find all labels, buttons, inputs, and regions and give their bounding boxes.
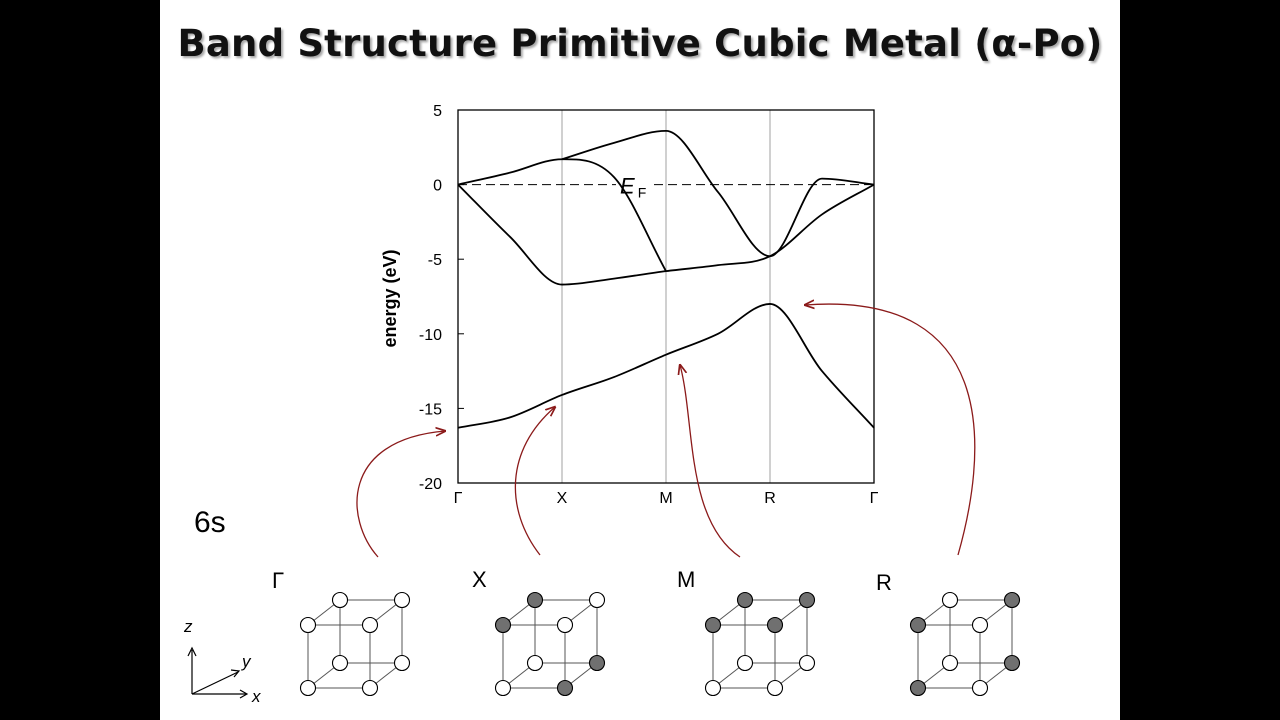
empty-atom (971, 679, 989, 697)
y-axis-line (191, 671, 239, 695)
filled-atom (909, 616, 927, 634)
filled-atom (1003, 591, 1021, 609)
slide-title: Band Structure Primitive Cubic Metal (α-… (177, 22, 1103, 65)
band-line (457, 158, 667, 272)
band-line (457, 303, 875, 429)
kpoint-arrow (805, 304, 976, 556)
y-tick-label: -5 (428, 252, 442, 269)
filled-atom (588, 654, 606, 672)
filled-atom (736, 591, 754, 609)
fermi-label-subscript: F (638, 185, 647, 201)
x-axis-arrowhead (239, 689, 249, 699)
empty-atom (704, 679, 722, 697)
cube-label: Γ (272, 568, 284, 593)
empty-atom (766, 679, 784, 697)
kpoint-arrow (356, 431, 445, 558)
filled-atom (1003, 654, 1021, 672)
x-axis-letter: x (251, 687, 261, 706)
orbital-label: 6s (194, 506, 226, 539)
y-tick-label: -10 (419, 327, 442, 344)
filled-atom (798, 591, 816, 609)
empty-atom (361, 616, 379, 634)
kpoint-label: Γ (454, 490, 463, 507)
empty-atom (393, 591, 411, 609)
y-axis-letter: y (241, 652, 252, 671)
cube-0: Γ (272, 568, 411, 697)
z-axis-letter: z (183, 617, 193, 636)
y-tick-label: 5 (433, 103, 442, 120)
z-axis-arrowhead (187, 646, 197, 657)
y-axis-arrowhead (230, 669, 241, 678)
empty-atom (736, 654, 754, 672)
band-line (561, 129, 875, 258)
filled-atom (704, 616, 722, 634)
kpoint-arrow (680, 365, 741, 558)
filled-atom (909, 679, 927, 697)
plot-frame (457, 109, 875, 484)
y-tick-label: 0 (433, 178, 442, 195)
empty-atom (941, 654, 959, 672)
kpoint-label: Γ (870, 490, 879, 507)
empty-atom (331, 654, 349, 672)
empty-atom (393, 654, 411, 672)
filled-atom (494, 616, 512, 634)
empty-atom (588, 591, 606, 609)
empty-atom (526, 654, 544, 672)
empty-atom (299, 679, 317, 697)
cube-1: X (472, 567, 606, 697)
y-tick-label: -20 (419, 476, 442, 493)
y-axis-label: energy (eV) (380, 249, 400, 347)
empty-atom (798, 654, 816, 672)
cube-3: R (876, 570, 1021, 697)
kpoint-arrows (356, 304, 976, 558)
empty-atom (331, 591, 349, 609)
xyz-axes-icon: z yx (183, 617, 261, 706)
cube-2: M (677, 567, 816, 697)
empty-atom (971, 616, 989, 634)
filled-atom (526, 591, 544, 609)
kpoint-label: R (764, 490, 776, 507)
y-tick-label: -15 (419, 401, 442, 418)
kpoint-arrow (514, 407, 555, 556)
kpoint-label: M (659, 490, 672, 507)
filled-atom (556, 679, 574, 697)
kpoint-label: X (557, 490, 568, 507)
fermi-label-bg (616, 170, 650, 197)
cube-label: X (472, 567, 487, 592)
slide: Band Structure Primitive Cubic Metal (α-… (160, 0, 1120, 720)
empty-atom (361, 679, 379, 697)
filled-atom (766, 616, 784, 634)
cube-label: R (876, 570, 892, 595)
empty-atom (941, 591, 959, 609)
empty-atom (494, 679, 512, 697)
cube-label: M (677, 567, 695, 592)
empty-atom (299, 616, 317, 634)
empty-atom (556, 616, 574, 634)
